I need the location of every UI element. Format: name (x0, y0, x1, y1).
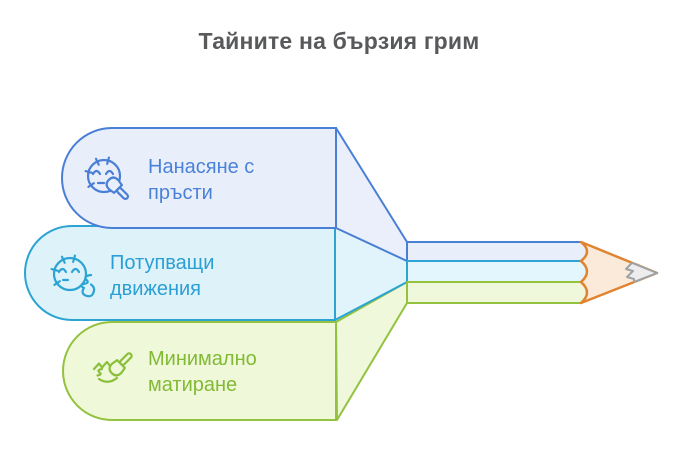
pill-label-mattifying: Минимално матиране (148, 348, 257, 396)
pill-tapping (24, 225, 336, 321)
pill-mattifying (62, 321, 337, 421)
pill-fingers (61, 127, 337, 229)
page-title: Тайните на бързия грим (198, 28, 480, 54)
pencil-stripe-green (406, 281, 588, 304)
pencil-tip (625, 261, 658, 283)
face-brush-icon (84, 156, 130, 201)
pill-label-fingers: Нанасяне с пръсти (148, 156, 255, 204)
pencil-wood (579, 240, 659, 305)
powder-brush-icon (92, 352, 133, 383)
pencil-stripe-blue (406, 241, 588, 262)
pill-label-tapping: Потупващи движения (110, 252, 215, 300)
pencil-stripe-cyan (406, 260, 588, 283)
face-sponge-icon (50, 254, 96, 298)
